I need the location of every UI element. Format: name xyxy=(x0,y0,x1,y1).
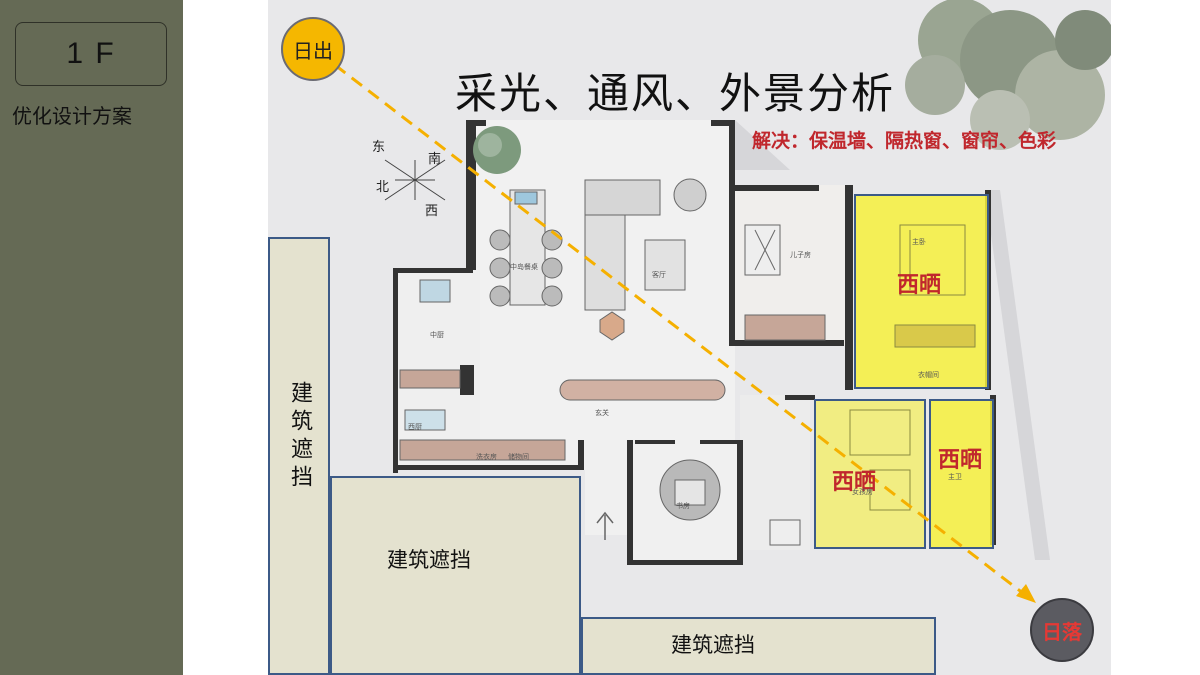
room-tag-master: 主卧 xyxy=(912,238,926,246)
sunrise-label: 日出 xyxy=(293,38,333,63)
left-sidebar: 1 F 优化设计方案 xyxy=(0,0,183,675)
room-tag-hall: 玄关 xyxy=(595,409,609,417)
room-tag-dining: 中岛餐桌 xyxy=(510,263,538,271)
diagram-title: 采光、通风、外景分析 xyxy=(455,69,896,118)
floor-plan xyxy=(334,0,1111,603)
room-tag-study: 书房 xyxy=(676,502,690,510)
furniture xyxy=(399,178,826,546)
building-block-middle: 建筑遮挡 xyxy=(330,476,581,675)
compass-east: 东 xyxy=(372,140,386,155)
room-tag-living: 客厅 xyxy=(652,271,666,279)
diagram-stage xyxy=(268,0,1111,675)
room-tag-bath: 主卫 xyxy=(948,473,962,481)
building-block-label: 建筑遮挡 xyxy=(287,381,312,493)
room-tag-pantry: 西厨 xyxy=(408,423,422,431)
room-tag-master-closet: 衣帽间 xyxy=(918,371,939,379)
room-tag-kitchen: 中厨 xyxy=(430,331,444,339)
sunset-label: 日落 xyxy=(1042,619,1082,644)
sunrise-marker: 日出 xyxy=(281,17,345,81)
plant-icon xyxy=(473,126,521,174)
building-block-left: 建筑遮挡 xyxy=(268,237,330,675)
building-block-bottom: 建筑遮挡 xyxy=(581,617,936,675)
sidebar-subtitle: 优化设计方案 xyxy=(12,104,132,128)
west-sun-label-bath: 西晒 xyxy=(938,448,983,473)
floor-label: 1 F xyxy=(15,22,167,86)
room-tag-daughter: 女孩房 xyxy=(852,488,873,496)
sun-path-arrow xyxy=(334,63,1036,603)
room-tag-laundry: 洗衣房 xyxy=(476,453,497,461)
compass-west: 西 xyxy=(425,204,439,219)
west-sun-label-master: 西晒 xyxy=(897,273,942,298)
tree-foliage-icon xyxy=(905,0,1111,150)
west-sun-label-daughter: 西晒 xyxy=(832,470,877,495)
master-bed xyxy=(849,224,976,511)
room-tag-storage: 储物间 xyxy=(508,453,529,461)
room-tag-kids: 儿子房 xyxy=(790,251,811,259)
entrance-arrow-icon xyxy=(596,511,614,540)
compass-north: 北 xyxy=(376,180,390,195)
building-block-label: 建筑遮挡 xyxy=(671,633,755,657)
solution-note: 解决：保温墙、隔热窗、窗帘、色彩 xyxy=(752,130,1057,152)
sunset-marker: 日落 xyxy=(1030,598,1094,662)
compass-rose-icon xyxy=(384,159,446,201)
compass-south: 南 xyxy=(428,152,442,167)
building-block-label: 建筑遮挡 xyxy=(387,548,471,572)
